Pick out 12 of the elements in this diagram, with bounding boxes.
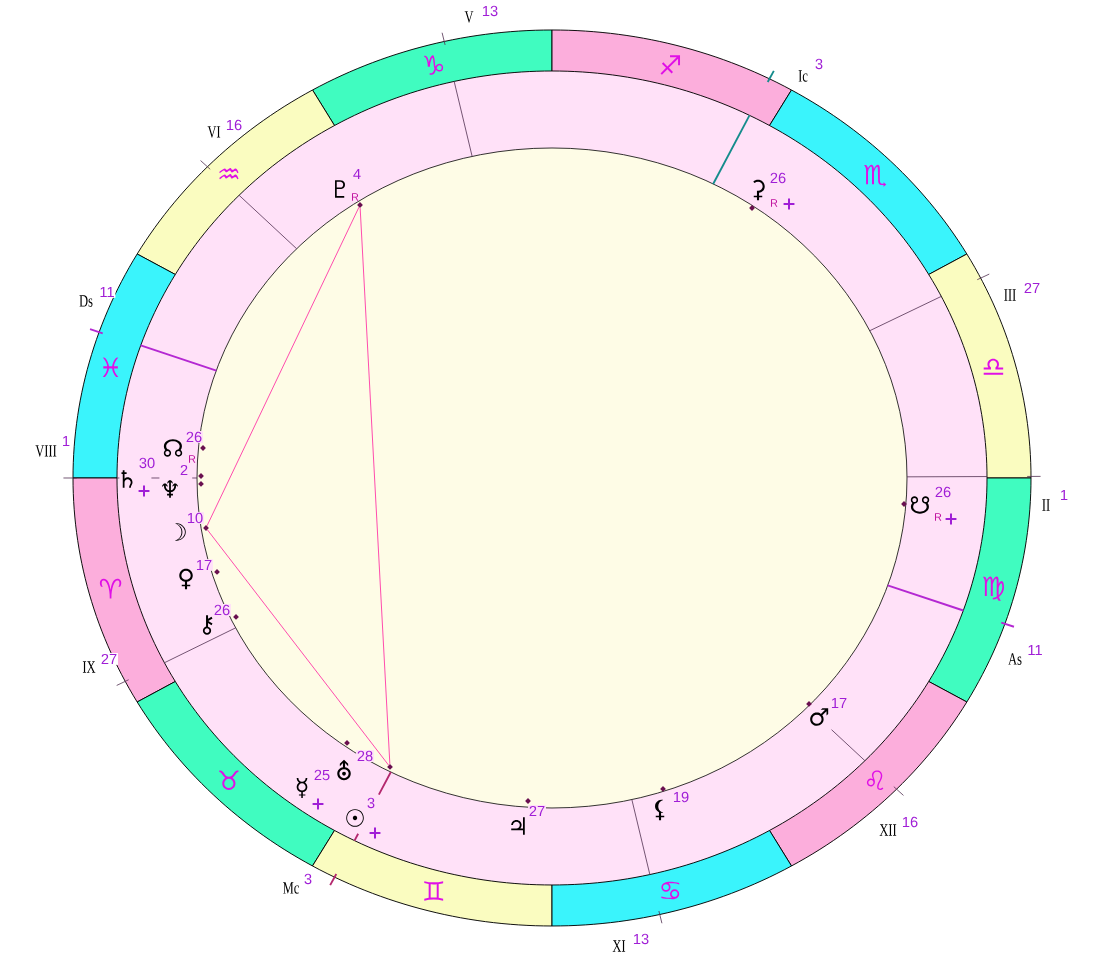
cusp-degree: 3: [814, 58, 824, 70]
house-numeral: Mc: [283, 882, 299, 894]
cusp-degree: 1: [1059, 489, 1069, 501]
house-numeral: VIII: [35, 445, 57, 457]
cusp-degree: 27: [100, 653, 118, 665]
cusp-degree: 11: [98, 286, 116, 298]
house-numeral: III: [1004, 289, 1016, 301]
house-numeral: IX: [82, 661, 96, 673]
house-numeral: Ds: [79, 295, 93, 307]
house-numeral: II: [1042, 499, 1050, 511]
house-numeral: As: [1008, 653, 1022, 665]
cusp-degree: 1: [61, 435, 71, 447]
